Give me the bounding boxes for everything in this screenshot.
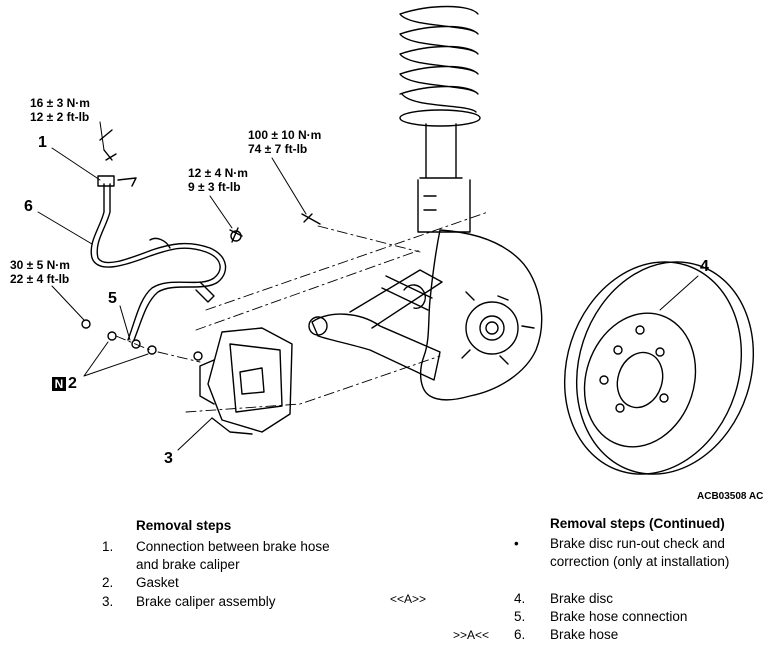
list-item: 2. Gasket [102,574,402,592]
service-mark: <<A>> [390,592,427,606]
torque-nm: 30 ± 5 N·m [10,258,70,272]
step-number: 3. [102,594,114,609]
list-item: • Brake disc run-out check and correctio… [514,535,774,571]
torque-ftlb: 9 ± 3 ft-lb [188,180,241,194]
step-number: 6. [514,627,526,642]
step-text: Brake disc [550,591,614,606]
torque-spec-hose-union: 16 ± 3 N·m 12 ± 2 ft-lb [30,96,90,124]
step-number: 4. [514,591,526,606]
strut-body [417,123,471,233]
torque-nm: 100 ± 10 N·m [248,128,322,142]
torque-nm: 16 ± 3 N·m [30,96,90,110]
callout-3: 3 [164,450,173,467]
brake-caliper [193,327,293,435]
step-number: 5. [514,609,526,624]
fasteners [81,213,321,355]
lower-control-arm [308,269,443,381]
torque-spec-caliper-bolt: 100 ± 10 N·m 74 ± 7 ft-lb [248,128,321,156]
torque-spec-bracket-bolt: 12 ± 4 N·m 9 ± 3 ft-lb [188,166,248,194]
step-number: 2. [102,575,114,590]
torque-ftlb: 22 ± 4 ft-lb [10,272,70,286]
brake-assembly-diagram [37,5,755,475]
step-text: Brake hose connection [550,609,688,624]
torque-spec-eye-bolt: 30 ± 5 N·m 22 ± 4 ft-lb [10,258,70,286]
step-text-line1: Connection between brake hose [136,539,330,554]
callout-1: 1 [38,134,47,151]
step-text-line1: Brake disc run-out check and [550,536,725,551]
step-number: 1. [102,539,114,554]
torque-ftlb: 12 ± 2 ft-lb [30,110,90,124]
leader-lines [37,121,699,451]
removal-steps-heading: Removal steps [136,518,232,533]
steering-knuckle [419,229,543,401]
torque-nm: 12 ± 4 N·m [188,166,248,180]
step-text: Gasket [136,575,179,590]
step-text: Brake hose [550,627,619,642]
list-item: 4. Brake disc [514,590,774,608]
step-text: Connection between brake hose and brake … [136,538,330,574]
step-text: Brake disc run-out check and correction … [550,535,729,571]
callout-2: 2 [68,375,77,392]
callout-5: 5 [108,290,117,307]
list-item: 1. Connection between brake hose and bra… [102,538,402,574]
removal-steps-continued-heading: Removal steps (Continued) [550,516,725,531]
list-item: 6. Brake hose [514,626,774,644]
drive-shaft [381,275,433,311]
torque-ftlb: 74 ± 7 ft-lb [248,142,308,156]
step-text: Brake caliper assembly [136,594,276,609]
brake-hose [90,129,227,341]
figure-id: ACB03508 AC [697,491,764,502]
alignment-lines [115,211,489,413]
service-mark: >>A<< [453,628,490,642]
callout-4: 4 [700,258,709,275]
list-item: 5. Brake hose connection [514,608,774,626]
bullet: • [514,536,519,551]
n-badge: N [52,377,66,391]
step-text-line2: correction (only at installation) [550,554,730,569]
coil-spring [399,5,481,127]
callout-6: 6 [24,198,33,215]
brake-disc [563,261,755,475]
list-item: 3. Brake caliper assembly [102,593,402,611]
step-text-line2: and brake caliper [136,557,240,572]
